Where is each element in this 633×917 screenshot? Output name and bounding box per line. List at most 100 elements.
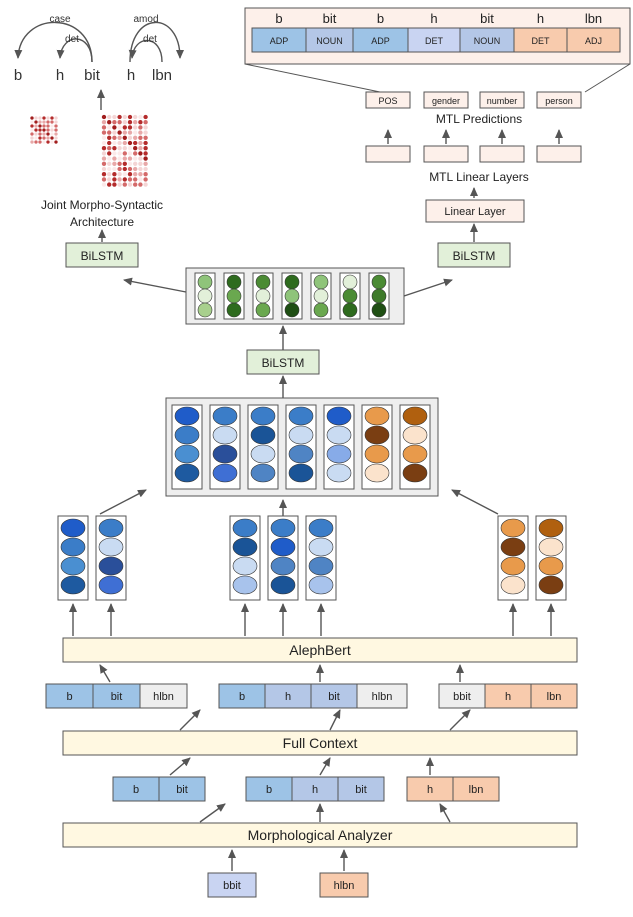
context-segment-label: h xyxy=(505,691,511,703)
heatmap-cell xyxy=(143,161,148,166)
heatmap-cell xyxy=(122,130,127,135)
heatmap-cell xyxy=(117,182,122,187)
heatmap-cell xyxy=(138,156,143,161)
heatmap-cell xyxy=(127,140,133,146)
heatmap-cell xyxy=(112,146,117,151)
heatmap-cell xyxy=(38,116,42,120)
heatmap-cell xyxy=(127,135,133,140)
arc-word-lbn: lbn xyxy=(152,67,172,84)
heatmap-cell xyxy=(127,156,133,161)
bilstm-output-unit xyxy=(197,274,213,290)
heatmap-cell xyxy=(133,177,138,182)
joint-arch-line1: Joint Morpho-Syntactic xyxy=(41,198,163,212)
token-embedding-unit xyxy=(212,406,238,426)
morph-segment xyxy=(112,776,160,802)
bilstm-output-unit xyxy=(255,288,271,304)
token-embedding-unit xyxy=(250,463,276,483)
context-segment-label: b xyxy=(66,691,72,703)
heatmap-cell xyxy=(122,135,127,140)
bilstm-right-label: BiLSTM xyxy=(453,249,496,263)
heatmap-cell xyxy=(101,156,107,161)
heatmap-cell xyxy=(138,151,143,156)
heatmap-cell xyxy=(143,146,148,151)
arc-label-amod: amod xyxy=(133,14,158,25)
heatmap-cell xyxy=(133,146,138,151)
heatmap-cell xyxy=(117,166,122,172)
arc-word-bit: bit xyxy=(84,67,101,84)
heatmap-cell xyxy=(54,136,58,140)
mtl-prediction-label: number xyxy=(487,96,518,106)
heatmap-cell xyxy=(38,140,42,144)
heatmap-cell xyxy=(122,140,127,146)
bilstm-left-box xyxy=(65,242,139,268)
heatmap-cell xyxy=(107,182,112,187)
arc-word-h: h xyxy=(56,67,64,84)
token-embedding-unit xyxy=(326,444,352,464)
mtl-prediction-label: person xyxy=(545,96,573,106)
heatmap-cell xyxy=(122,125,127,130)
alephbert-embedding-unit xyxy=(60,556,86,576)
heatmap-cell xyxy=(138,120,143,125)
pos-word-label: bit xyxy=(480,11,494,26)
mtl-linear-box xyxy=(536,145,582,163)
token-embedding-unit xyxy=(250,444,276,464)
heatmap-cell xyxy=(133,125,138,130)
heatmap-cell xyxy=(127,182,133,187)
heatmap-cell xyxy=(54,124,58,128)
heatmap-cell xyxy=(127,120,133,125)
heatmap-cell xyxy=(46,140,50,144)
alephbert-embedding-unit xyxy=(232,556,258,576)
mtl-prediction-box xyxy=(479,91,525,109)
bilstm-output-box xyxy=(185,267,405,325)
pos-word-label: b xyxy=(377,11,384,26)
alephbert-embedding-unit xyxy=(538,556,564,576)
mtl-prediction-label: POS xyxy=(378,96,397,106)
heatmap-cell xyxy=(138,125,143,130)
token-embedding-unit xyxy=(288,406,314,426)
heatmap-cell xyxy=(112,161,117,166)
alephbert-embedding-unit xyxy=(60,537,86,557)
heatmap-cell xyxy=(38,128,42,132)
alephbert-embedding-unit xyxy=(60,575,86,595)
heatmap-cell xyxy=(107,140,112,146)
alephbert-embedding-unit xyxy=(538,537,564,557)
pos-tag-label: ADP xyxy=(270,36,289,46)
token-embedding-unit xyxy=(364,463,390,483)
heatmap-cell xyxy=(101,114,107,120)
pos-word-label: h xyxy=(430,11,437,26)
heatmap-cell xyxy=(46,124,50,128)
heatmap-cell xyxy=(38,136,42,140)
heatmap-cell xyxy=(42,124,46,128)
heatmap-cell xyxy=(143,151,148,156)
heatmap-cell xyxy=(138,166,143,172)
token-embeddings-box xyxy=(165,397,439,497)
context-segment-label: h xyxy=(285,691,291,703)
bilstm-center-label: BiLSTM xyxy=(262,356,305,370)
morph-segment-label: h xyxy=(312,784,318,796)
heatmap-cell xyxy=(138,130,143,135)
heatmap-cell xyxy=(122,120,127,125)
heatmap-cell xyxy=(101,135,107,140)
heatmap-cell xyxy=(117,172,122,177)
mtl-linear-box xyxy=(365,145,411,163)
heatmap-cell xyxy=(117,161,122,166)
heatmap-cell xyxy=(46,116,50,120)
alephbert-embedding-unit xyxy=(232,518,258,538)
mtl-linear-layers xyxy=(365,129,582,163)
heatmap-cell xyxy=(54,140,58,144)
heatmap-cell xyxy=(117,125,122,130)
heatmap-cell xyxy=(42,136,46,140)
pos-tag-cell xyxy=(251,27,307,53)
heatmap-cell xyxy=(133,166,138,172)
heatmap-cell xyxy=(42,140,46,144)
heatmap-cell xyxy=(54,116,58,120)
pos-tag-label: DET xyxy=(425,36,444,46)
full-context-box xyxy=(62,730,578,756)
heatmap-cell xyxy=(122,146,127,151)
bilstm-output-unit xyxy=(255,302,271,318)
input-token-box xyxy=(207,872,257,898)
heatmap-cell xyxy=(50,124,54,128)
heatmap-cell xyxy=(54,132,58,136)
